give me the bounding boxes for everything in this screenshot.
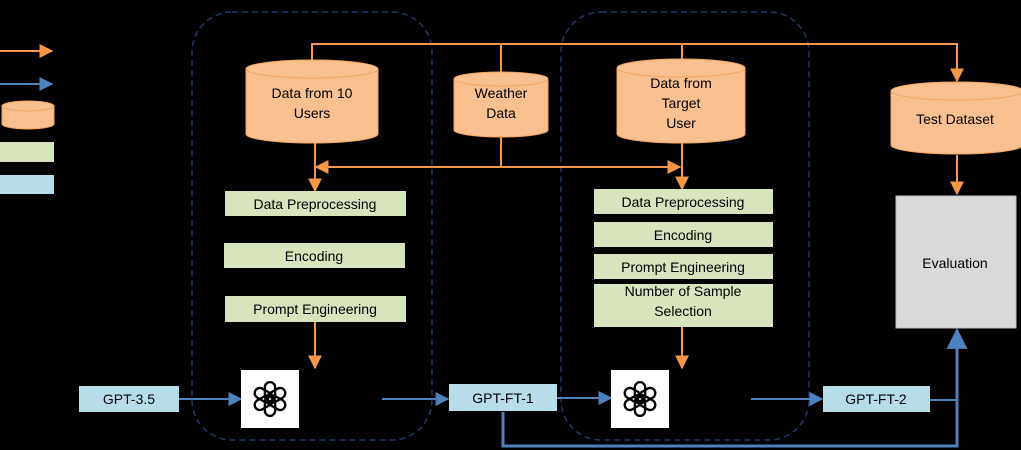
right-step-label: Prompt Engineering <box>621 259 745 275</box>
data-flow-connectors <box>308 43 964 370</box>
evaluation-label: Evaluation <box>922 255 987 271</box>
ft1-to-evaluation <box>501 327 968 448</box>
left-step-label: Prompt Engineering <box>253 301 377 317</box>
group-target-stage <box>560 11 810 441</box>
gpt-ft-1-label: GPT-FT-1 <box>472 390 534 406</box>
left-step-box <box>225 296 406 322</box>
legend <box>0 44 55 194</box>
evaluation-box: Evaluation <box>895 195 1017 329</box>
test-dataset-label: Test Dataset <box>916 111 994 127</box>
legend-dataset-swatch <box>1 100 55 130</box>
right-step-box <box>594 284 773 327</box>
right-step-box <box>594 222 773 247</box>
left-step-box <box>225 191 406 216</box>
legend-model-swatch <box>0 175 54 194</box>
model-flow-connectors <box>179 327 968 448</box>
left-steps: Data Preprocessing Encoding Prompt Engin… <box>224 191 406 322</box>
left-step-label: Encoding <box>285 248 343 264</box>
legend-process-swatch <box>0 142 54 162</box>
top-bus-to-test-dataset <box>311 43 964 83</box>
openai-logo-tile <box>241 370 299 428</box>
gpt-3-5-label: GPT-3.5 <box>103 391 155 407</box>
cylinder-test-dataset: Test Dataset <box>890 81 1021 155</box>
group-pretraining-stage <box>191 11 433 441</box>
model-gpt-ft-1: GPT-FT-1 <box>449 384 557 411</box>
openai-logo-tile <box>611 370 669 428</box>
right-steps: Data Preprocessing Encoding Prompt Engin… <box>594 189 773 327</box>
right-step-label: Data Preprocessing <box>622 194 745 210</box>
model-gpt-3-5: GPT-3.5 <box>79 386 179 412</box>
right-step-label: Encoding <box>654 227 712 243</box>
left-step-label: Data Preprocessing <box>254 196 377 212</box>
gpt-ft-2-label: GPT-FT-2 <box>845 391 907 407</box>
left-step-box <box>224 243 405 268</box>
right-step-box <box>594 189 773 214</box>
right-step-box <box>594 254 773 279</box>
model-gpt-ft-2: GPT-FT-2 <box>823 386 930 412</box>
